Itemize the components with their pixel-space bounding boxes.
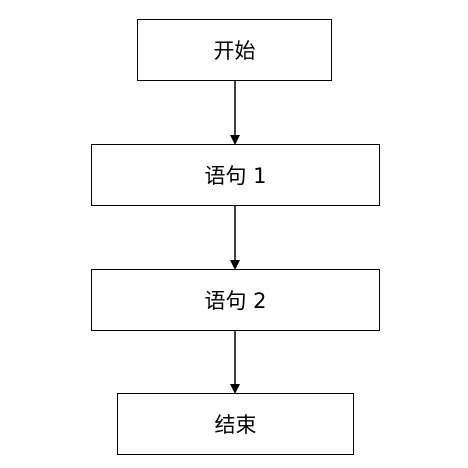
end-node-label: 结束 bbox=[214, 413, 257, 437]
statement-2-node-label: 语句 2 bbox=[204, 289, 267, 313]
start-node-label: 开始 bbox=[213, 39, 256, 63]
statement-2-node: 语句 2 bbox=[91, 269, 380, 331]
start-node: 开始 bbox=[137, 19, 332, 81]
statement-1-node: 语句 1 bbox=[91, 144, 380, 206]
statement-1-node-label: 语句 1 bbox=[204, 164, 267, 188]
end-node: 结束 bbox=[117, 393, 354, 455]
